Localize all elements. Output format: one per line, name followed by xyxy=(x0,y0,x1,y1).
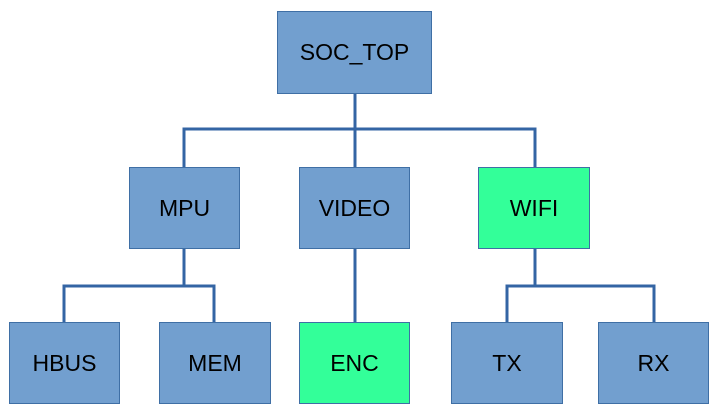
node-mem: MEM xyxy=(159,322,271,404)
node-video: VIDEO xyxy=(299,167,410,249)
node-mpu: MPU xyxy=(129,167,240,249)
node-tx: TX xyxy=(451,322,563,404)
node-soc-top: SOC_TOP xyxy=(277,11,432,94)
node-enc: ENC xyxy=(299,322,410,404)
node-hbus: HBUS xyxy=(9,322,120,404)
node-wifi: WIFI xyxy=(478,167,590,249)
node-rx: RX xyxy=(598,322,709,404)
